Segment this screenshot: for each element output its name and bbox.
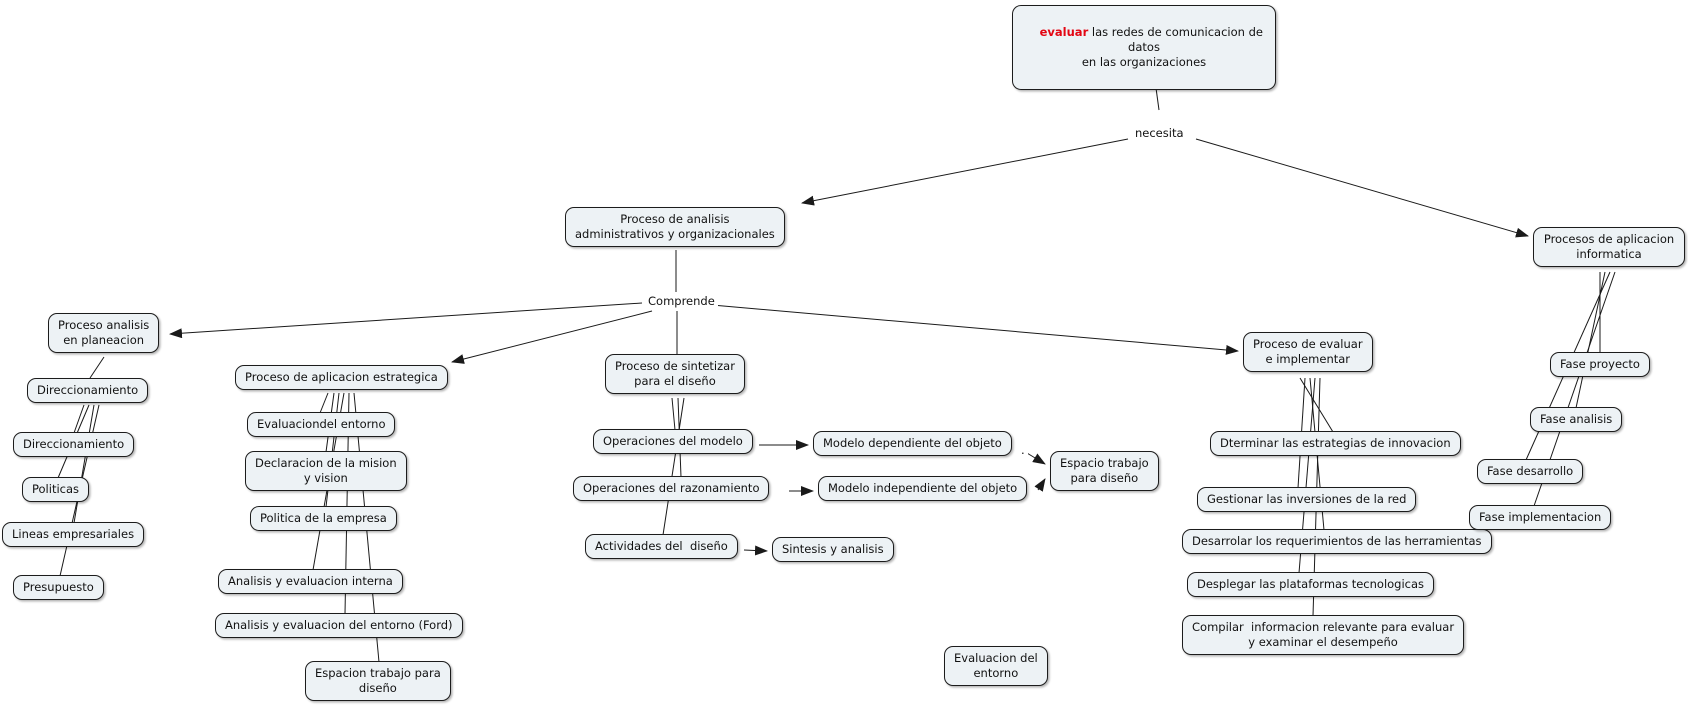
node-evaluar-redes-text: las redes de comunicacion de datos en la…	[1081, 24, 1263, 69]
link-label-dot[interactable]: .	[1018, 443, 1028, 457]
node-proceso-analisis-planeacion[interactable]: Proceso analisis en planeacion	[48, 313, 160, 353]
node-politicas[interactable]: Politicas	[22, 477, 90, 502]
node-sintesis-analisis[interactable]: Sintesis y analisis	[772, 537, 894, 562]
node-dterminar-estrategias[interactable]: Dterminar las estrategias de innovacion	[1210, 431, 1461, 456]
link-necesita-proc-informatica	[1195, 138, 1529, 238]
link-comprende-planeacion	[169, 302, 643, 339]
link-sintetizar-opmodelo	[671, 397, 676, 431]
node-procesos-aplicacion-informatica[interactable]: Procesos de aplicacion informatica	[1533, 227, 1685, 267]
link-sintetizar-actividades	[662, 397, 685, 536]
node-fase-proyecto[interactable]: Fase proyecto	[1550, 352, 1650, 377]
node-evaluacion-entorno[interactable]: Evaluacion del entorno	[944, 646, 1048, 686]
node-proceso-sintetizar-diseno[interactable]: Proceso de sintetizar para el diseño	[605, 354, 745, 394]
link-evaluar-dterminar	[1299, 377, 1334, 433]
link-estrategica-evaluaciondel	[319, 392, 329, 414]
node-fase-analisis[interactable]: Fase analisis	[1530, 407, 1623, 432]
link-planeacion-direccionamiento1	[89, 356, 105, 379]
link-direccionamiento1-direccionamiento2	[73, 404, 85, 434]
link-comprende-estrategica	[451, 310, 653, 364]
node-analisis-evaluacion-interna[interactable]: Analisis y evaluacion interna	[218, 569, 403, 594]
link-label-comprende[interactable]: Comprende	[645, 294, 718, 308]
node-gestionar-inversiones[interactable]: Gestionar las inversiones de la red	[1197, 487, 1417, 512]
node-compilar-informacion[interactable]: Compilar informacion relevante para eval…	[1182, 615, 1465, 655]
node-declaracion-mision-vision[interactable]: Declaracion de la mision y vision	[245, 451, 407, 491]
node-proceso-analisis-administrativos[interactable]: Proceso de analisis administrativos y or…	[565, 207, 785, 247]
node-espacion-trabajo-diseno[interactable]: Espacion trabajo para diseño	[305, 661, 451, 701]
node-analisis-evaluacion-ford[interactable]: Analisis y evaluacion del entorno (Ford)	[215, 613, 463, 638]
node-proceso-evaluar-implementar[interactable]: Proceso de evaluar e implementar	[1243, 332, 1373, 372]
node-modelo-dependiente-objeto[interactable]: Modelo dependiente del objeto	[813, 431, 1012, 456]
node-operaciones-modelo[interactable]: Operaciones del modelo	[593, 429, 753, 454]
link-actividades-sintesis	[743, 545, 768, 556]
link-direccionamiento1-lineas	[73, 404, 95, 524]
red-keyword-evaluar: evaluar	[1039, 24, 1089, 39]
node-operaciones-razonamiento[interactable]: Operaciones del razonamiento	[573, 476, 770, 501]
node-desarrolar-requerimientos[interactable]: Desarrolar los requerimientos de las her…	[1182, 529, 1492, 554]
node-fase-desarrollo[interactable]: Fase desarrollo	[1477, 459, 1584, 484]
node-modelo-independiente-objeto[interactable]: Modelo independiente del objeto	[818, 476, 1028, 501]
node-actividades-diseno[interactable]: Actividades del diseño	[585, 534, 738, 559]
link-necesita-proc-admin	[801, 138, 1129, 206]
node-direccionamiento-2[interactable]: Direccionamiento	[13, 432, 135, 457]
node-politica-empresa[interactable]: Politica de la empresa	[250, 506, 397, 531]
link-label-necesita[interactable]: necesita	[1132, 126, 1187, 140]
node-presupuesto[interactable]: Presupuesto	[13, 575, 104, 600]
node-fase-implementacion[interactable]: Fase implementacion	[1469, 505, 1612, 530]
link-comprende-evaluar	[711, 304, 1239, 355]
node-proceso-aplicacion-estrategica[interactable]: Proceso de aplicacion estrategica	[235, 365, 448, 390]
node-evaluar-redes[interactable]: evaluar las redes de comunicacion de dat…	[1012, 5, 1276, 90]
node-direccionamiento-1[interactable]: Direccionamiento	[27, 378, 149, 403]
node-evaluaciondel-entorno[interactable]: Evaluaciondel entorno	[247, 412, 396, 437]
node-lineas-empresariales[interactable]: Lineas empresariales	[2, 522, 145, 547]
node-espacio-trabajo-diseno[interactable]: Espacio trabajo para diseño	[1050, 451, 1159, 491]
link-independiente-espacio	[1034, 478, 1046, 492]
node-desplegar-plataformas[interactable]: Desplegar las plataformas tecnologicas	[1187, 572, 1435, 597]
